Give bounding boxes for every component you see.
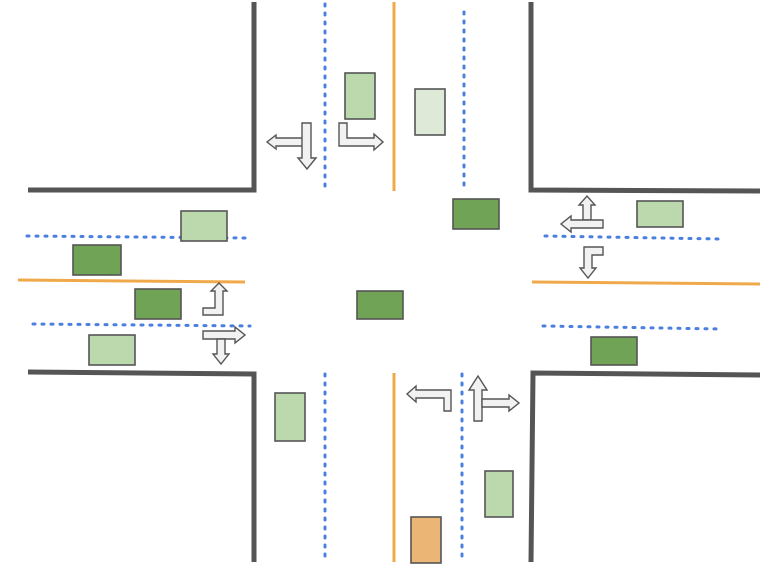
lane-dividers xyxy=(25,2,722,562)
vehicles xyxy=(72,72,684,564)
lane-divider-west-lower xyxy=(31,322,252,328)
east-lower-car xyxy=(590,336,638,366)
curb-southwest xyxy=(27,369,257,562)
lane-divider-east-lower xyxy=(541,324,722,331)
west-upper-car xyxy=(180,210,228,242)
west-lower-car xyxy=(134,288,182,320)
curb-southeast xyxy=(528,370,761,563)
west-bottom-car xyxy=(88,334,136,366)
up-right-arrow-icon xyxy=(467,374,521,422)
up-turn-arrow-icon xyxy=(202,282,229,316)
east-upper-car xyxy=(636,200,684,228)
south-right-car xyxy=(484,470,514,518)
junction-car xyxy=(452,198,500,230)
south-left-car xyxy=(274,392,306,442)
south-orange-car xyxy=(410,516,442,564)
up-left-arrow-icon xyxy=(559,194,604,234)
curbs xyxy=(27,2,761,563)
lane-arrows xyxy=(202,122,604,422)
lane-divider-east-upper xyxy=(543,234,722,241)
center-car xyxy=(356,290,404,320)
center-line-east xyxy=(531,280,761,286)
center-line-west xyxy=(17,278,246,284)
right-down-arrow-icon xyxy=(202,325,247,366)
down-turn-arrow-icon xyxy=(578,246,604,280)
curb-northeast xyxy=(528,2,761,194)
north-lane-right-car xyxy=(414,88,446,136)
west-middle-car xyxy=(72,244,122,276)
center-lines xyxy=(17,2,761,562)
north-lane-left-car xyxy=(344,72,376,120)
curb-northwest xyxy=(28,2,257,193)
left-turn-arrow-icon xyxy=(405,384,452,412)
down-right-arrow-icon xyxy=(338,122,385,152)
left-down-arrow-icon xyxy=(265,122,318,171)
